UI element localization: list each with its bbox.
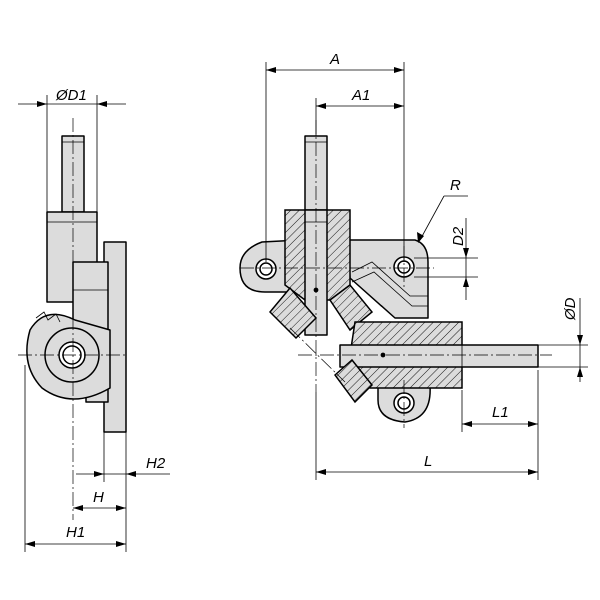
- dim-r: R: [417, 177, 468, 243]
- dim-l: L: [315, 392, 538, 480]
- front-view: [239, 120, 552, 428]
- front-diagonal-section-right: [328, 283, 374, 332]
- dim-h: H: [73, 482, 127, 516]
- dim-h2: H2: [76, 432, 170, 482]
- side-view: [18, 118, 128, 520]
- label-a1: A1: [351, 87, 370, 104]
- front-horizontal-pin: [339, 344, 539, 368]
- label-od: ØD: [562, 297, 579, 321]
- dim-d2: D2: [414, 218, 478, 300]
- label-d2: D2: [450, 226, 467, 246]
- dim-h1: H1: [24, 365, 127, 552]
- front-diagonal-section-lower: [333, 358, 374, 404]
- dim-a: A: [265, 51, 405, 262]
- label-h: H: [93, 489, 104, 506]
- label-h1: H1: [66, 524, 85, 541]
- label-h2: H2: [146, 455, 166, 472]
- dim-od: ØD: [538, 297, 588, 382]
- label-od1: ØD1: [55, 87, 87, 104]
- dim-l1: L1: [461, 370, 539, 480]
- label-l1: L1: [492, 404, 509, 421]
- dim-a1: A1: [315, 87, 404, 136]
- label-r: R: [450, 177, 461, 194]
- label-a: A: [329, 51, 340, 68]
- label-l: L: [424, 453, 432, 470]
- dim-od1: ØD1: [18, 87, 126, 212]
